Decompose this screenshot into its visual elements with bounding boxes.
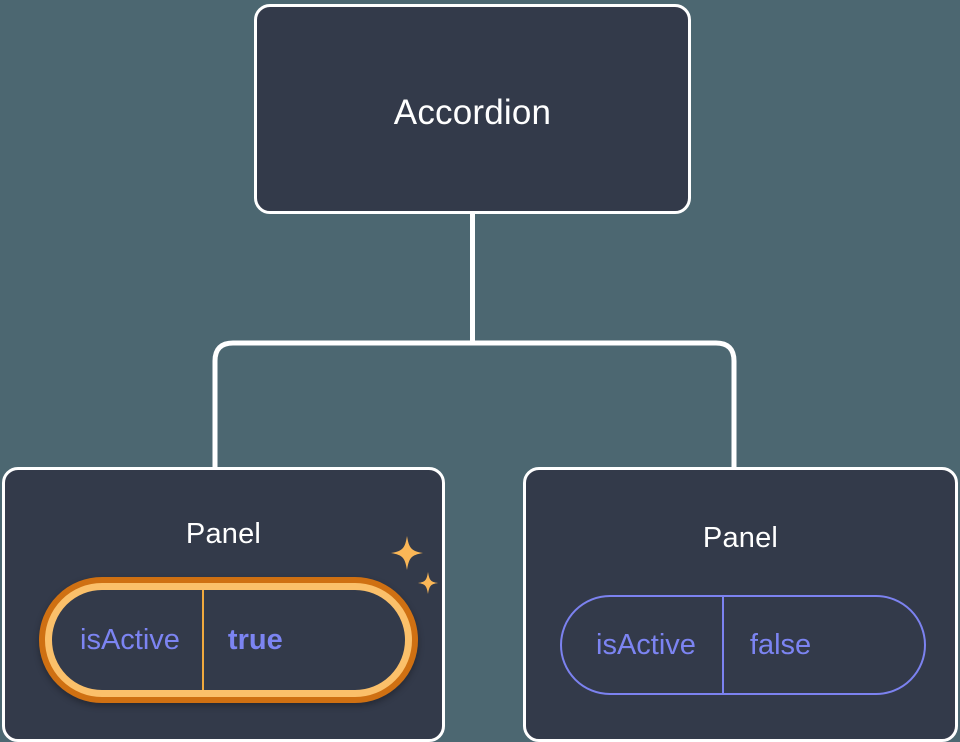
prop-pill-plain[interactable]: isActive false [560, 595, 926, 695]
node-panel-right[interactable]: Panel isActive false [523, 467, 958, 742]
node-accordion[interactable]: Accordion [254, 4, 691, 214]
prop-value-label: false [749, 628, 812, 661]
node-panel-left-label: Panel [185, 518, 262, 550]
prop-divider [721, 597, 724, 693]
prop-pill-body: isActive true [45, 583, 412, 697]
prop-pill-highlighted[interactable]: isActive true [39, 577, 418, 703]
prop-value-label: true [227, 623, 283, 656]
prop-key-label: isActive [80, 623, 180, 656]
prop-pill-glow-ring [39, 577, 418, 703]
node-panel-left[interactable]: Panel isActive true [2, 467, 445, 742]
prop-key-label: isActive [596, 628, 696, 661]
prop-divider [201, 590, 204, 690]
node-accordion-label: Accordion [393, 93, 552, 132]
edge-branch-bus [212, 340, 737, 469]
node-panel-right-label: Panel [702, 522, 779, 554]
